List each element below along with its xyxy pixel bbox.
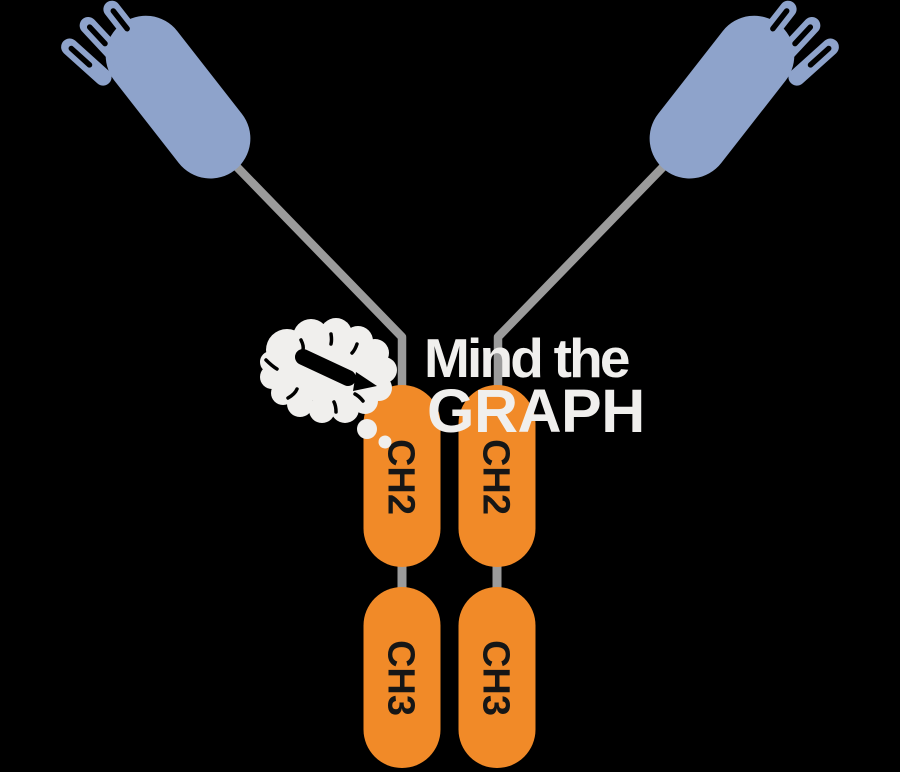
fab-arm-left xyxy=(52,0,267,210)
watermark-line2: GRAPH xyxy=(427,377,645,445)
watermark-line1: Mind the xyxy=(424,327,629,389)
mindthegraph-watermark: Mind the GRAPH xyxy=(260,318,645,449)
fc-domain-labels: CH2 CH2 CH3 CH3 xyxy=(380,439,517,716)
fc-domains xyxy=(363,385,536,768)
ch2-domain-right xyxy=(458,385,536,567)
watermark-text: Mind the GRAPH xyxy=(424,327,645,445)
fab-arm-right xyxy=(633,0,848,210)
pencil-cutout xyxy=(295,349,377,391)
ch2-right-label: CH2 xyxy=(475,439,517,515)
thought-bubble xyxy=(357,419,377,439)
hinge-line-left xyxy=(233,164,407,392)
ch2-domain-left xyxy=(363,385,441,567)
ch3-left-label: CH3 xyxy=(380,640,422,716)
hinge-line-right xyxy=(493,164,667,392)
ch3-domain-right xyxy=(458,587,536,768)
ch2-left-label: CH2 xyxy=(380,439,422,515)
brain-pencil-icon xyxy=(260,318,397,449)
ch3-right-label: CH3 xyxy=(475,640,517,716)
brain-creases xyxy=(264,332,365,414)
ch3-domain-left xyxy=(363,587,441,768)
thought-bubble xyxy=(378,435,392,449)
